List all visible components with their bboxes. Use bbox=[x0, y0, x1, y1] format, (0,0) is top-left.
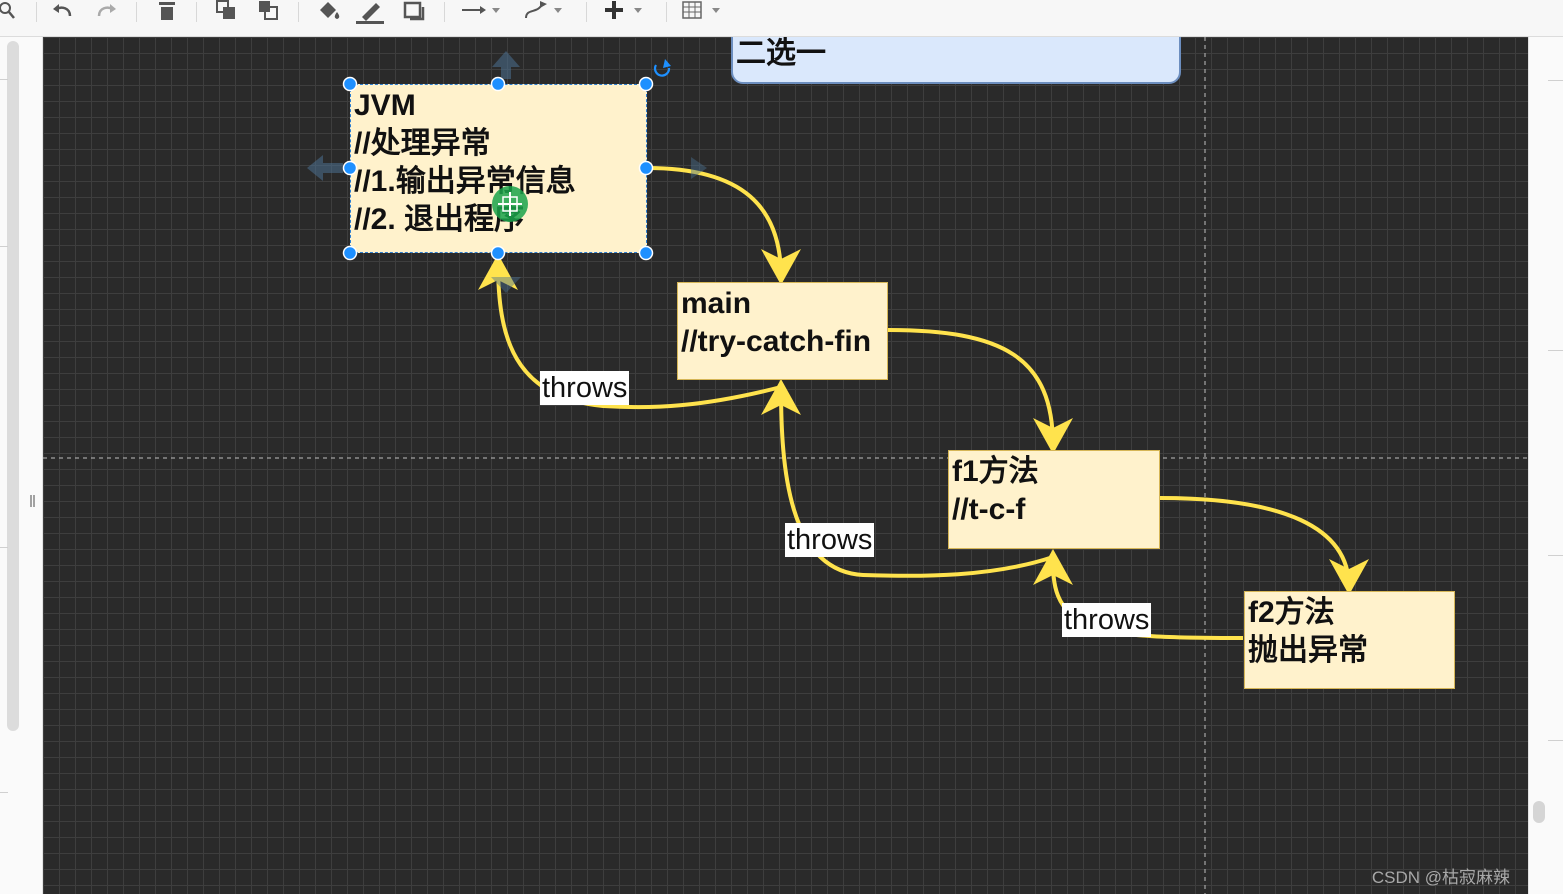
selection-overlay bbox=[307, 51, 707, 293]
toolbar-separator bbox=[196, 2, 197, 22]
toolbar-separator bbox=[136, 2, 137, 22]
toolbar-separator bbox=[298, 2, 299, 22]
left-panel-rail bbox=[0, 37, 43, 894]
resize-handle bbox=[638, 76, 654, 92]
resize-handle bbox=[342, 160, 358, 176]
delete-icon[interactable] bbox=[156, 0, 178, 24]
line-color-icon[interactable] bbox=[356, 0, 386, 24]
f2-line-2: 抛出异常 bbox=[1248, 634, 1368, 667]
vertical-scrollbar-thumb[interactable] bbox=[1533, 801, 1545, 823]
resize-handle bbox=[490, 76, 506, 92]
edge-main-to-jvm bbox=[478, 254, 782, 410]
to-back-icon[interactable] bbox=[256, 0, 282, 24]
toolbar-separator bbox=[36, 2, 37, 22]
f1-line-2: //t-c-f bbox=[952, 493, 1026, 526]
jvm-line-3: //1.输出异常信息 bbox=[354, 165, 576, 198]
resize-handle bbox=[638, 245, 654, 261]
jvm-node[interactable]: JVM //处理异常 //1.输出异常信息 //2. 退出程序 bbox=[350, 84, 647, 253]
table-icon[interactable] bbox=[680, 0, 726, 24]
insert-icon[interactable] bbox=[602, 0, 650, 24]
rail-divider bbox=[0, 246, 8, 247]
waypoints-icon[interactable] bbox=[522, 0, 570, 24]
f1-line-1: f1方法 bbox=[952, 455, 1039, 488]
rail-divider bbox=[1548, 80, 1563, 81]
edge-f1-to-f2 bbox=[1159, 496, 1369, 595]
watermark: CSDN @枯寂麻辣 bbox=[1371, 868, 1510, 887]
right-panel-rail bbox=[1528, 37, 1563, 894]
edge-main-to-f1 bbox=[887, 328, 1073, 454]
page-break-guides bbox=[43, 37, 1528, 894]
rail-divider bbox=[1548, 740, 1563, 741]
toolbar bbox=[0, 0, 1563, 37]
connection-icon[interactable] bbox=[460, 0, 508, 24]
hover-arrow-down bbox=[491, 277, 521, 293]
left-scrollbar[interactable] bbox=[7, 41, 19, 731]
resize-handle bbox=[490, 245, 506, 261]
zoom-icon[interactable] bbox=[0, 0, 16, 24]
to-front-icon[interactable] bbox=[214, 0, 240, 24]
hover-arrow-left bbox=[307, 155, 343, 181]
rail-divider bbox=[0, 79, 8, 80]
banner-text: 二选一 bbox=[736, 37, 826, 70]
main-line-1: main bbox=[681, 287, 752, 320]
jvm-line-1: JVM bbox=[354, 89, 416, 122]
rail-divider bbox=[1548, 555, 1563, 556]
collapse-panel-handle[interactable] bbox=[30, 495, 36, 507]
fill-color-icon[interactable] bbox=[316, 0, 342, 24]
f2-line-1: f2方法 bbox=[1248, 596, 1335, 629]
hover-arrow-right bbox=[691, 157, 707, 179]
edge-label-f1-to-main[interactable]: throws bbox=[785, 523, 875, 557]
shadow-icon[interactable] bbox=[402, 0, 428, 24]
toolbar-separator bbox=[444, 2, 445, 22]
rail-divider bbox=[0, 547, 8, 548]
resize-handle bbox=[342, 76, 358, 92]
diagram-canvas[interactable]: 二选一 JVM //处理异常 //1.输出异常信息 //2. 退出程序 main… bbox=[43, 37, 1528, 894]
f1-node[interactable]: f1方法 //t-c-f bbox=[948, 450, 1160, 549]
main-node[interactable]: main //try-catch-fin bbox=[677, 282, 888, 380]
move-cursor-icon bbox=[492, 186, 528, 222]
toolbar-separator bbox=[666, 2, 667, 22]
banner-note-node[interactable]: 二选一 bbox=[731, 37, 1181, 84]
redo-icon[interactable] bbox=[93, 0, 119, 24]
toolbar-separator bbox=[586, 2, 587, 22]
hover-arrow-up bbox=[492, 51, 520, 79]
rail-divider bbox=[1548, 350, 1563, 351]
resize-handle bbox=[638, 160, 654, 176]
edge-jvm-to-main bbox=[646, 166, 801, 285]
edge-label-f2-to-f1[interactable]: throws bbox=[1062, 603, 1152, 637]
main-line-2: //try-catch-fin bbox=[681, 325, 872, 358]
edge-label-main-to-jvm[interactable]: throws bbox=[540, 371, 630, 405]
edge-f1-to-main bbox=[761, 379, 1054, 578]
rotate-handle-icon bbox=[653, 59, 671, 77]
f2-node[interactable]: f2方法 抛出异常 bbox=[1244, 591, 1455, 689]
jvm-line-2: //处理异常 bbox=[354, 127, 491, 160]
undo-icon[interactable] bbox=[50, 0, 76, 24]
resize-handle bbox=[342, 245, 358, 261]
rail-divider bbox=[0, 792, 8, 793]
